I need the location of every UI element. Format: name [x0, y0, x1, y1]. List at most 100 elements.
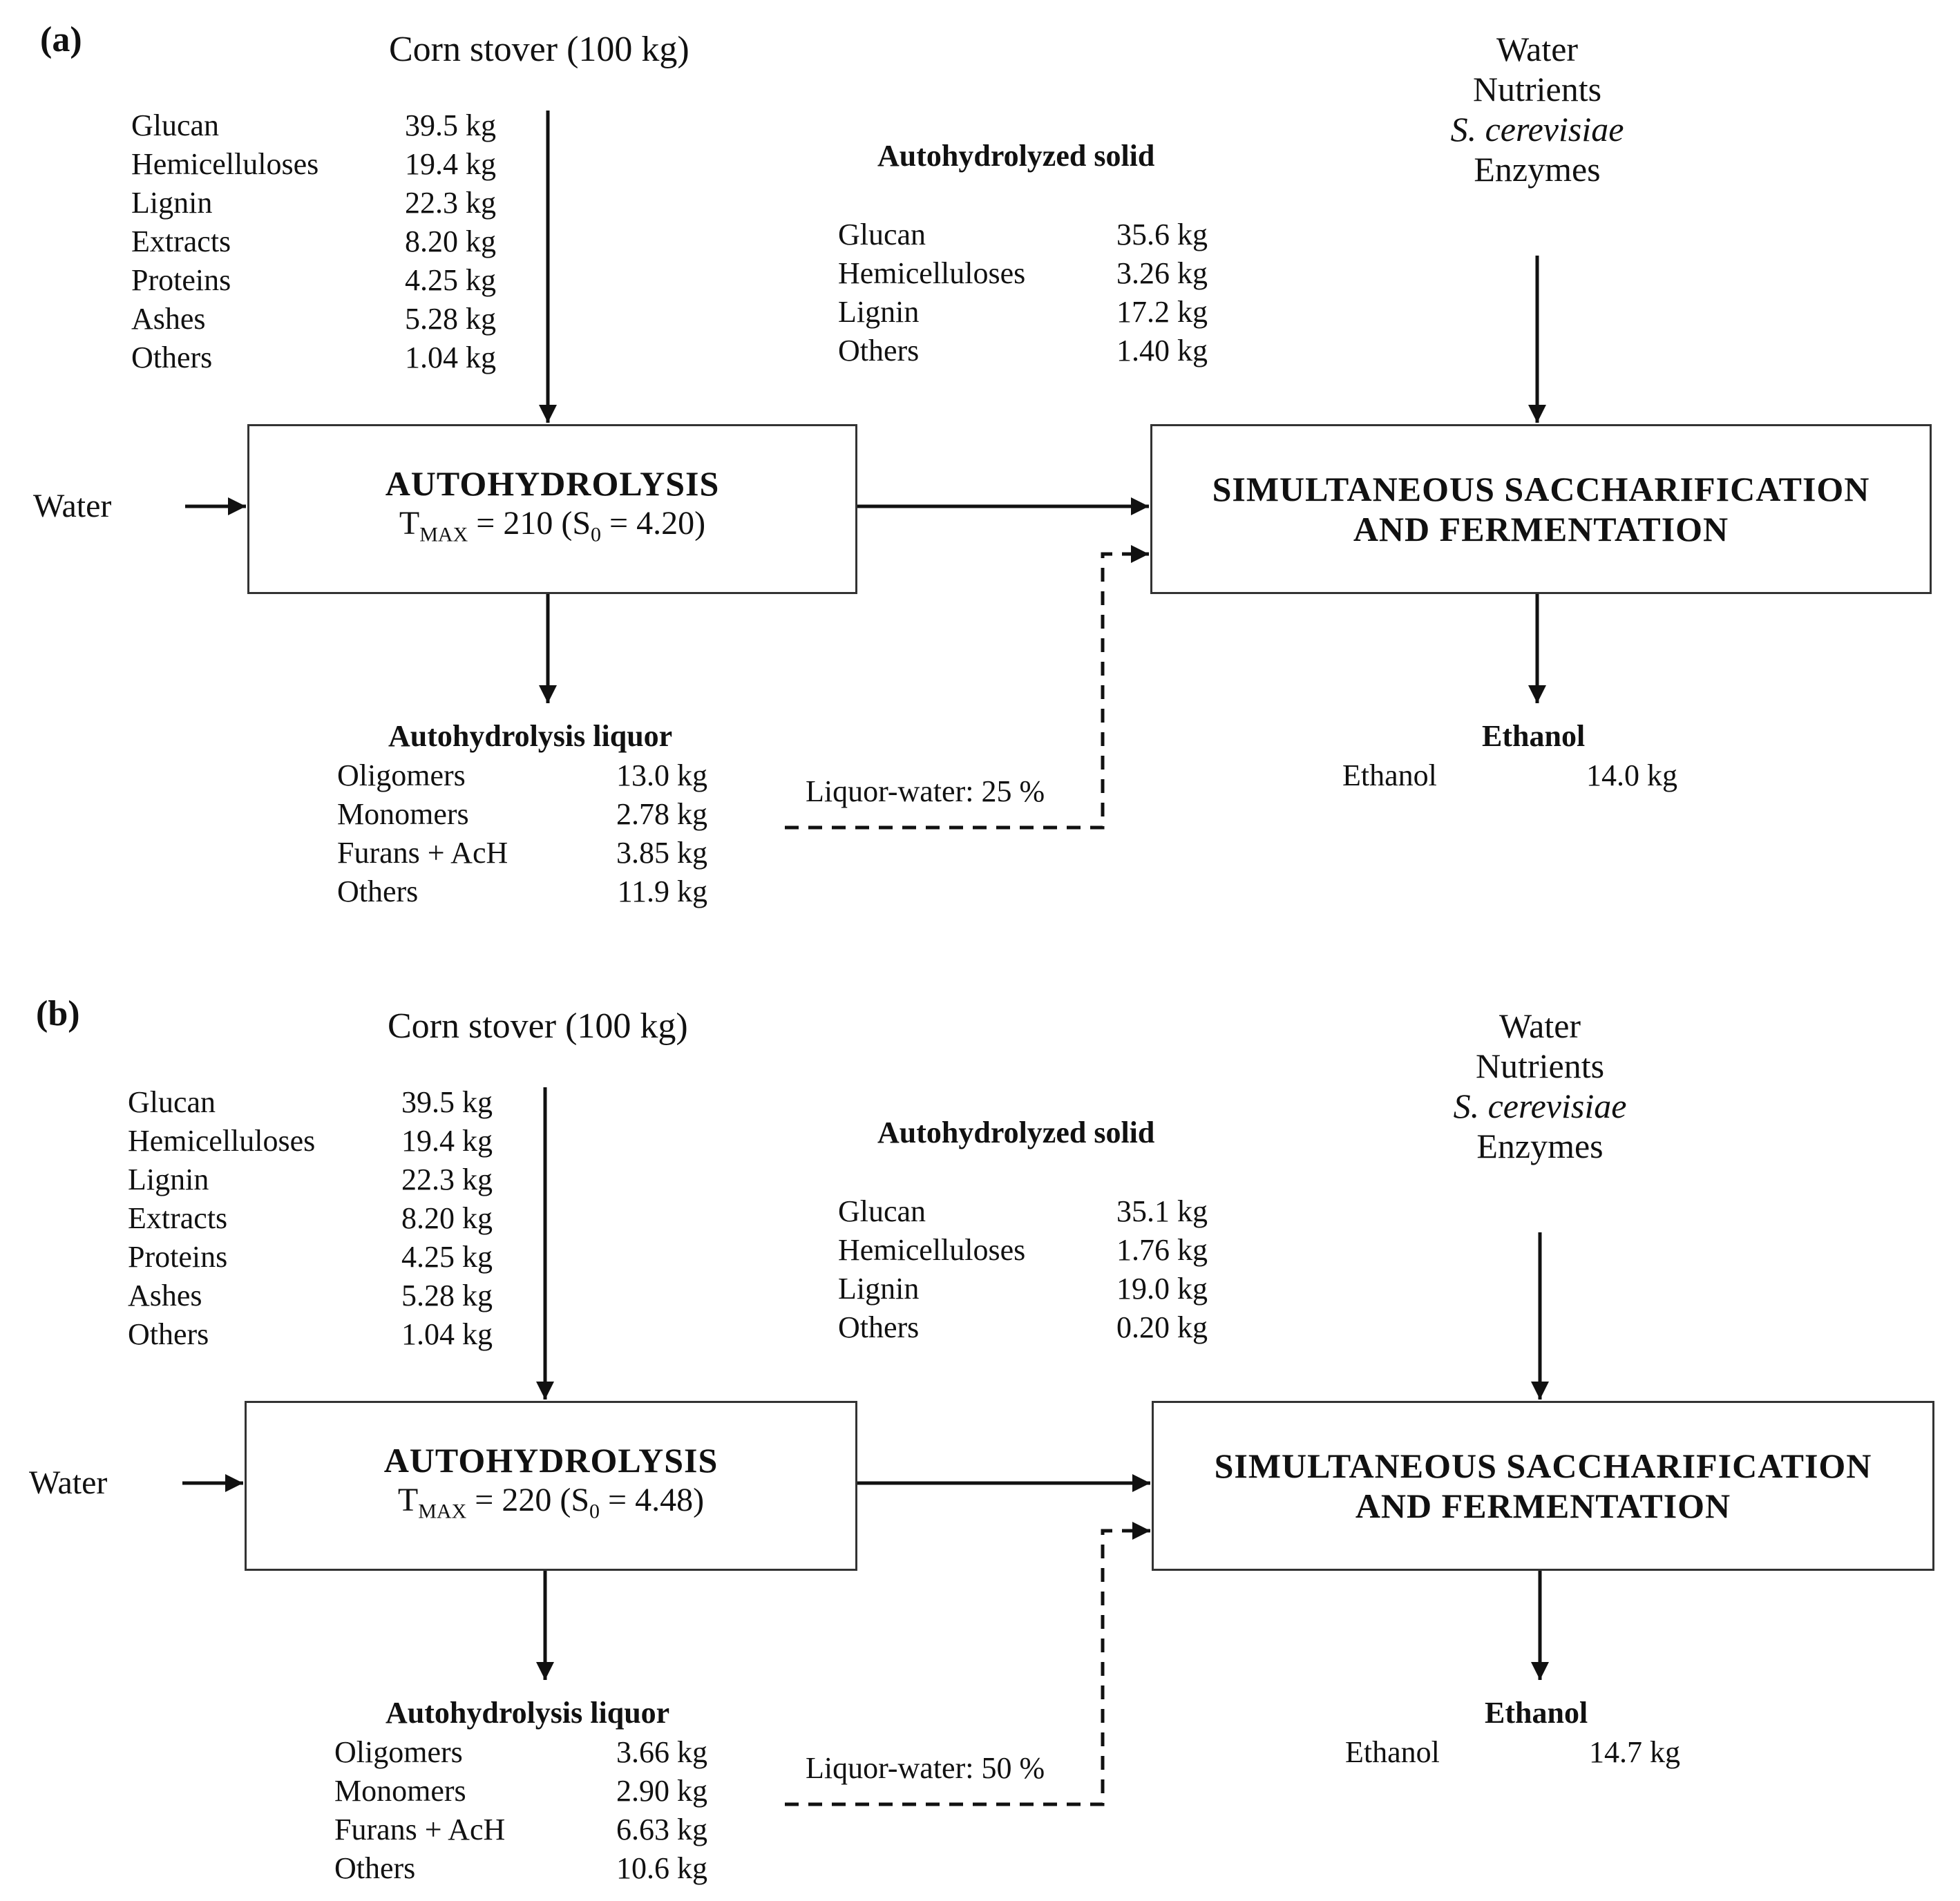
- component-value: 3.66 kg: [616, 1735, 707, 1769]
- ethanol-table: Ethanol 14.7 kg: [1345, 1733, 1680, 1772]
- panel-label: (b): [36, 994, 80, 1033]
- table-row: Monomers 2.90 kg: [334, 1772, 707, 1811]
- component-value: 8.20 kg: [405, 225, 496, 258]
- component-name: Others: [838, 334, 920, 367]
- table-row: Furans + AcH 3.85 kg: [337, 834, 707, 872]
- ethanol-title: Ethanol: [1485, 1696, 1588, 1730]
- component-value: 8.20 kg: [401, 1201, 493, 1235]
- component-value: 14.0 kg: [1586, 758, 1677, 792]
- component-value: 1.40 kg: [1116, 334, 1208, 367]
- autohydrolysis-conditions: TMAX = 220 (S0 = 4.48): [397, 1481, 705, 1523]
- component-name: Ethanol: [1345, 1735, 1440, 1769]
- table-row: Glucan 39.5 kg: [128, 1083, 493, 1122]
- component-name: Monomers: [334, 1774, 466, 1808]
- component-name: Furans + AcH: [337, 836, 508, 870]
- table-row: Furans + AcH 6.63 kg: [334, 1811, 707, 1849]
- component-value: 3.26 kg: [1116, 256, 1208, 290]
- component-value: 4.25 kg: [401, 1240, 493, 1274]
- component-value: 35.6 kg: [1116, 218, 1208, 251]
- input-yeast: S. cerevisiae: [1450, 110, 1624, 149]
- table-row: Extracts 8.20 kg: [128, 1199, 493, 1238]
- component-value: 17.2 kg: [1116, 295, 1208, 329]
- component-value: 14.7 kg: [1589, 1735, 1680, 1769]
- table-row: Lignin 22.3 kg: [131, 184, 496, 222]
- component-value: 39.5 kg: [405, 108, 496, 142]
- ssf-box: SIMULTANEOUS SACCHARIFICATION AND FERMEN…: [1150, 424, 1932, 594]
- component-value: 22.3 kg: [405, 186, 496, 220]
- component-name: Ethanol: [1342, 758, 1437, 792]
- autohydrolysis-conditions: TMAX = 210 (S0 = 4.20): [399, 504, 706, 546]
- panel-label: (a): [40, 20, 82, 59]
- ssf-inputs: Water Nutrients S. cerevisiae Enzymes: [1399, 29, 1675, 189]
- feed-title: Corn stover (100 kg): [389, 30, 689, 69]
- ethanol-title: Ethanol: [1482, 719, 1586, 753]
- ssf-title-line2: AND FERMENTATION: [1355, 1487, 1731, 1525]
- input-yeast: S. cerevisiae: [1453, 1087, 1627, 1125]
- component-name: Hemicelluloses: [838, 1233, 1026, 1267]
- autohydrolysis-title: AUTOHYDROLYSIS: [383, 1440, 719, 1480]
- component-name: Lignin: [128, 1163, 209, 1196]
- input-nutrients: Nutrients: [1472, 70, 1602, 108]
- autohydrolysis-box: AUTOHYDROLYSIS TMAX = 210 (S0 = 4.20): [247, 424, 857, 594]
- component-name: Ashes: [128, 1279, 202, 1312]
- component-name: Lignin: [838, 295, 920, 329]
- component-name: Glucan: [128, 1085, 216, 1119]
- autohydrolysis-box: AUTOHYDROLYSIS TMAX = 220 (S0 = 4.48): [245, 1401, 857, 1571]
- component-value: 1.76 kg: [1116, 1233, 1208, 1267]
- component-name: Oligomers: [334, 1735, 463, 1769]
- component-name: Extracts: [128, 1201, 228, 1235]
- ethanol-table: Ethanol 14.0 kg: [1342, 756, 1677, 795]
- component-name: Monomers: [337, 797, 469, 831]
- component-name: Proteins: [131, 263, 231, 297]
- component-value: 3.85 kg: [616, 836, 707, 870]
- liquor-title: Autohydrolysis liquor: [388, 719, 673, 753]
- component-value: 35.1 kg: [1116, 1194, 1208, 1228]
- component-name: Extracts: [131, 225, 231, 258]
- component-name: Ashes: [131, 302, 206, 336]
- component-value: 6.63 kg: [616, 1813, 707, 1846]
- component-name: Others: [337, 875, 419, 908]
- table-row: Ethanol 14.0 kg: [1342, 756, 1677, 795]
- component-value: 5.28 kg: [401, 1279, 493, 1312]
- component-name: Lignin: [131, 186, 213, 220]
- component-name: Lignin: [838, 1272, 920, 1306]
- input-water: Water: [1498, 1006, 1581, 1045]
- component-value: 2.90 kg: [616, 1774, 707, 1808]
- ssf-box: SIMULTANEOUS SACCHARIFICATION AND FERMEN…: [1152, 1401, 1934, 1571]
- component-name: Furans + AcH: [334, 1813, 506, 1846]
- autohydrolysis-title: AUTOHYDROLYSIS: [385, 464, 720, 503]
- recycle-label: Liquor-water: 25 %: [806, 774, 1045, 808]
- component-name: Others: [131, 341, 213, 374]
- component-value: 0.20 kg: [1116, 1310, 1208, 1344]
- component-name: Glucan: [838, 218, 926, 251]
- table-row: Ashes 5.28 kg: [128, 1277, 493, 1315]
- input-enzymes: Enzymes: [1476, 1127, 1604, 1165]
- component-value: 1.04 kg: [401, 1317, 493, 1351]
- component-value: 39.5 kg: [401, 1085, 493, 1119]
- component-name: Others: [334, 1851, 416, 1885]
- component-value: 19.4 kg: [405, 147, 496, 181]
- ssf-title-line2: AND FERMENTATION: [1353, 510, 1729, 548]
- liquor-composition-table: Oligomers 3.66 kg Monomers 2.90 kg Furans …: [334, 1733, 707, 1888]
- table-row: Lignin 17.2 kg: [838, 293, 1208, 332]
- water-inlet-label: Water: [33, 488, 112, 524]
- input-nutrients: Nutrients: [1475, 1047, 1605, 1085]
